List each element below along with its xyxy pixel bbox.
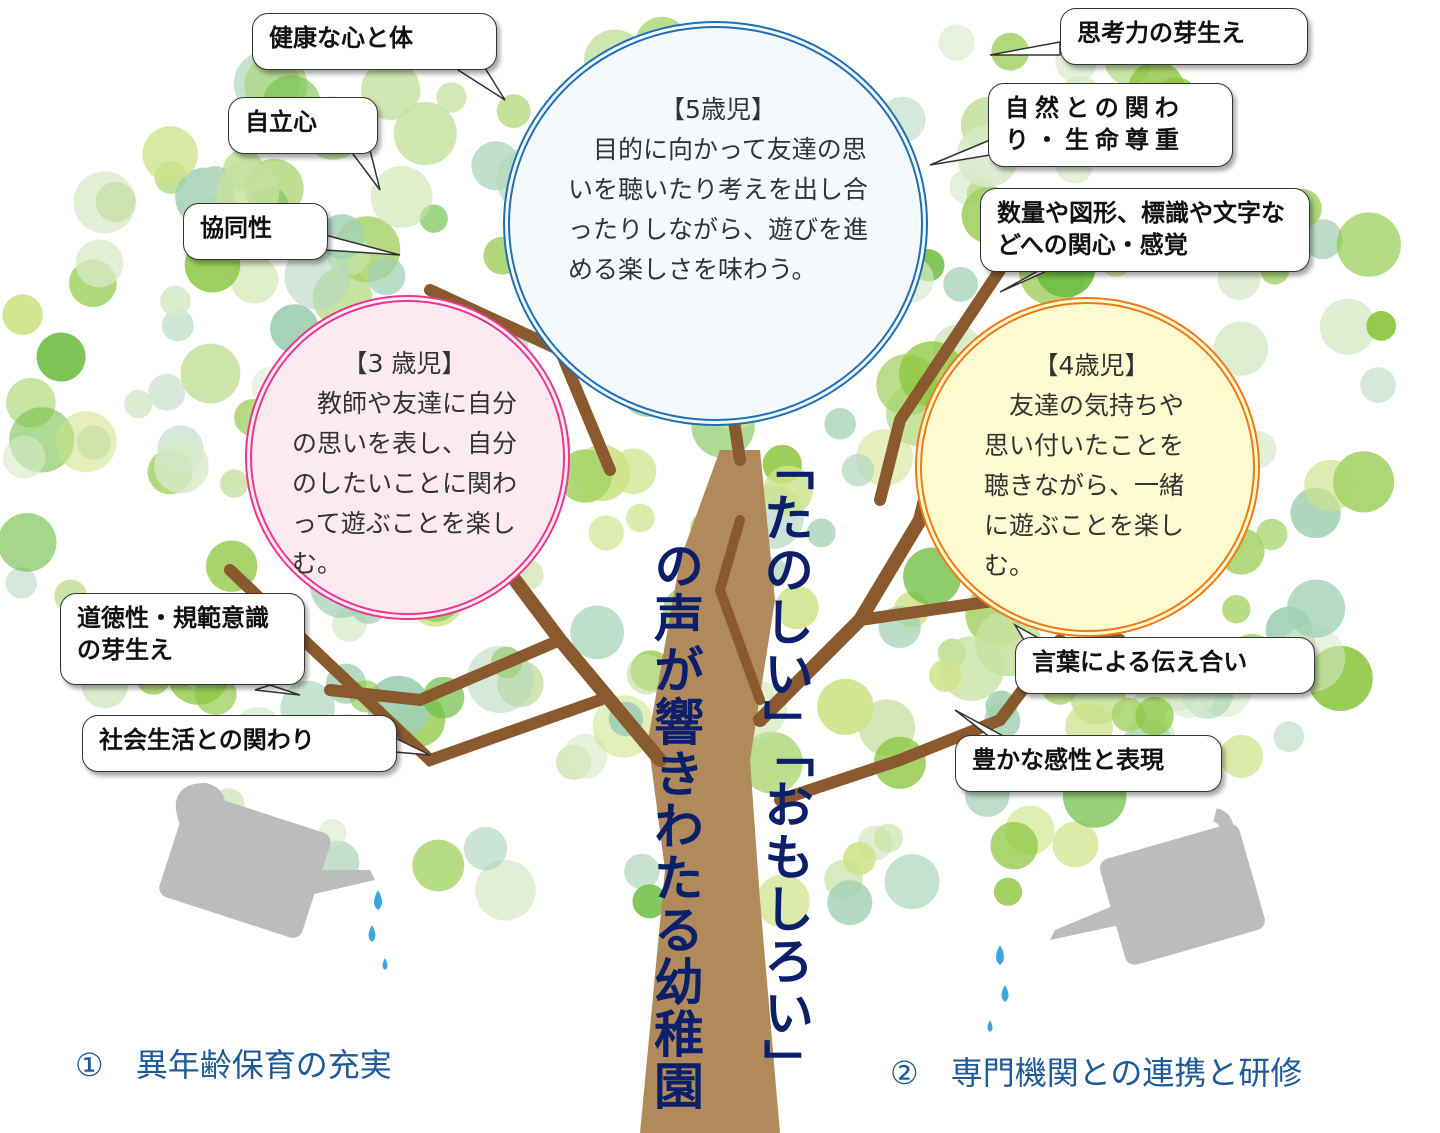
leaf-dot — [220, 469, 249, 498]
leaf-dot — [75, 239, 124, 288]
bubble-independence: 自立心 — [228, 97, 378, 154]
bubble-numbers: 数量や図形、標識や文字などへの関心・感覚 — [980, 188, 1310, 272]
leaf-dot — [1366, 311, 1397, 341]
slogan-line2: の声が響きわたる幼稚園 — [646, 540, 704, 1112]
leaf-dot — [827, 880, 873, 926]
leaf-dot — [161, 309, 194, 342]
age3-body: 教師や友達に自分の思いを表し、自分のしたいことに関わって遊ぶことを楽しむ。 — [292, 389, 518, 578]
leaf-dot — [993, 877, 1023, 906]
leaf-dot — [841, 454, 875, 487]
leaf-dot — [36, 332, 86, 382]
age4-heading: 【4歳児】 — [1033, 351, 1150, 380]
leaf-dot — [1302, 219, 1343, 260]
leaf-dot — [626, 503, 655, 533]
bubble-nature: 自然との関わり・生命尊重 — [988, 83, 1233, 167]
leaf-dot — [626, 654, 667, 695]
leaf-dot — [142, 126, 198, 182]
leaf-dot — [1222, 595, 1251, 624]
leaf-dot — [741, 731, 803, 794]
leaf-dot — [1336, 212, 1402, 277]
slogan-line1: 「たのしい」「おもしろい」 — [756, 440, 814, 1091]
leaf-dot — [884, 854, 940, 910]
bubble-social: 社会生活との関わり — [82, 715, 397, 772]
leaf-dot — [624, 853, 660, 890]
bubble-thinking: 思考力の芽生え — [1060, 8, 1308, 65]
leaf-dot — [393, 102, 457, 166]
circle-age4: 【4歳児】 友達の気持ちや思い付いたことを聴きながら、一緒に遊ぶことを楽しむ。 — [915, 297, 1260, 637]
age5-body: 目的に向かって友達の思いを聴いたり考えを出し合ったりしながら、遊びを進める楽しさ… — [568, 135, 869, 284]
leaf-dot — [230, 255, 279, 304]
leaf-dot — [824, 408, 856, 440]
leaf-dot — [775, 585, 819, 630]
age4-body: 友達の気持ちや思い付いたことを聴きながら、一緒に遊ぶことを楽しむ。 — [984, 391, 1185, 580]
leaf-dot — [1256, 518, 1288, 551]
leaf-dot — [412, 839, 465, 892]
leaf-dot — [562, 734, 608, 779]
leaf-dot — [843, 841, 877, 875]
bubble-health: 健康な心と体 — [252, 13, 497, 70]
watering-can-right-icon — [987, 808, 1265, 1032]
leaf-dot — [370, 166, 433, 228]
leaf-dot — [367, 256, 406, 296]
leaf-dot — [496, 94, 531, 128]
leaf-dot — [1360, 367, 1396, 403]
leaf-dot — [160, 285, 191, 317]
circle-age3: 【3 歳児】 教師や友達に自分の思いを表し、自分のしたいことに関わって遊ぶことを… — [245, 295, 570, 620]
leaf-dot — [990, 822, 1038, 870]
leaf-dot — [1287, 579, 1346, 638]
leaf-dot — [558, 449, 612, 503]
leaf-dot — [756, 874, 810, 928]
leaf-dot — [73, 171, 136, 234]
leaf-dot — [180, 343, 241, 404]
bubble-morality: 道徳性・規範意識の芽生え — [60, 593, 305, 685]
age5-heading: 【5歳児】 — [660, 95, 776, 124]
leaf-dot — [1219, 734, 1263, 779]
leaf-dot — [806, 518, 836, 548]
leaf-dot — [1333, 451, 1395, 513]
leaf-dot — [1052, 821, 1099, 868]
leaf-dot — [463, 826, 508, 871]
leaf-dot — [588, 515, 624, 551]
leaf-dot — [2, 435, 46, 479]
leaf-dot — [817, 678, 874, 735]
circle-age5: 【5歳児】 目的に向かって友達の思いを聴いたり考えを出し合ったりしながら、遊びを… — [503, 21, 928, 426]
leaf-dot — [632, 884, 667, 919]
leaf-dot — [55, 411, 117, 473]
leaf-dot — [763, 465, 813, 516]
leaf-dot — [148, 373, 186, 411]
age3-heading: 【3 歳児】 — [342, 349, 467, 378]
leaf-dot — [1213, 321, 1269, 376]
leaf-dot — [570, 605, 625, 660]
leaf-dot — [1273, 721, 1305, 753]
leaf-dot — [154, 438, 209, 494]
leaf-dot — [1135, 696, 1174, 736]
leaf-dot — [436, 82, 467, 113]
leaf-dot — [2, 294, 43, 336]
bubble-expression: 豊かな感性と表現 — [955, 735, 1222, 792]
leaf-dot — [929, 659, 962, 692]
leaf-dot — [1319, 298, 1376, 355]
leaf-dot — [475, 860, 536, 921]
leaf-dot — [943, 266, 978, 302]
leaf-dot — [873, 823, 904, 853]
leaf-dot — [5, 567, 38, 599]
bubble-cooperation: 協同性 — [183, 203, 328, 260]
bubble-language: 言葉による伝え合い — [1015, 637, 1315, 694]
watering-can-left-icon — [159, 782, 388, 970]
leaf-dot — [938, 24, 975, 61]
leaf-dot — [0, 513, 57, 572]
footer-right: ② 専門機関との連携と研修 — [890, 1054, 1303, 1092]
footer-left: ① 異年齢保育の充実 — [75, 1046, 392, 1084]
leaf-dot — [124, 389, 153, 419]
